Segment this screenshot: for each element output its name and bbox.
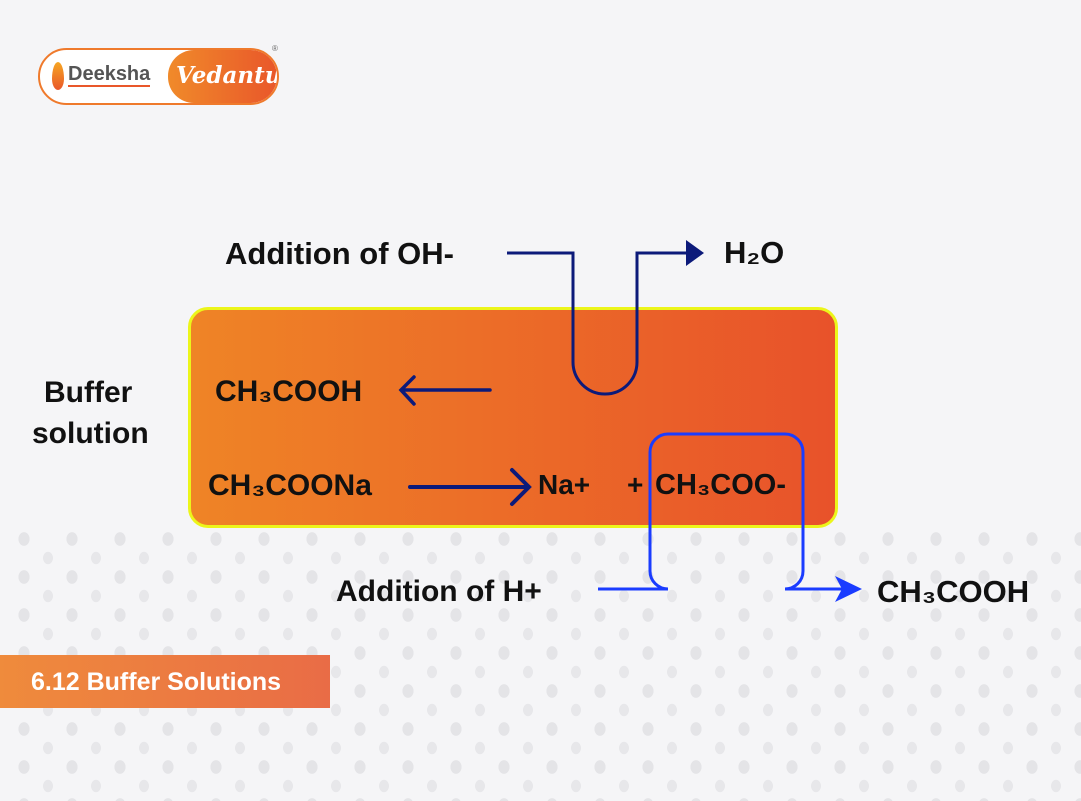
acetate-ion-label: CH₃COO- — [655, 469, 787, 501]
sodium-ion-label: Na+ — [538, 469, 591, 500]
dissociation-left-arrow — [398, 375, 492, 406]
section-title: 6.12 Buffer Solutions — [31, 668, 282, 696]
section-title-banner: 6.12 Buffer Solutions — [0, 655, 330, 708]
trademark-symbol: ® — [272, 44, 278, 53]
logo-deeksha-text: Deeksha — [68, 63, 151, 87]
h-addition-path — [598, 432, 850, 591]
flame-icon — [52, 62, 64, 90]
plus-sign: + — [627, 469, 644, 500]
oh-addition-path — [507, 251, 700, 396]
sodium-acetate-label: CH₃COONa — [208, 469, 372, 502]
deeksha-vedantu-logo: Deeksha Vedantu — [38, 48, 279, 105]
buffer-label-line2: solution — [32, 417, 149, 450]
logo-right-panel — [168, 50, 277, 103]
acetic-acid-label: CH₃COOH — [215, 375, 363, 408]
addition-of-oh-label: Addition of OH- — [225, 236, 454, 271]
dissociation-right-arrow — [408, 468, 532, 506]
h-arrowhead — [835, 576, 862, 602]
logo-vedantu-text: Vedantu — [176, 62, 279, 89]
water-product-label: H₂O — [724, 235, 785, 270]
buffer-solution-box — [188, 307, 838, 528]
oh-arrowhead — [686, 240, 704, 266]
acetic-acid-product-label: CH₃COOH — [877, 574, 1030, 609]
addition-of-h-label: Addition of H+ — [336, 575, 542, 608]
buffer-label-line1: Buffer — [44, 376, 133, 409]
